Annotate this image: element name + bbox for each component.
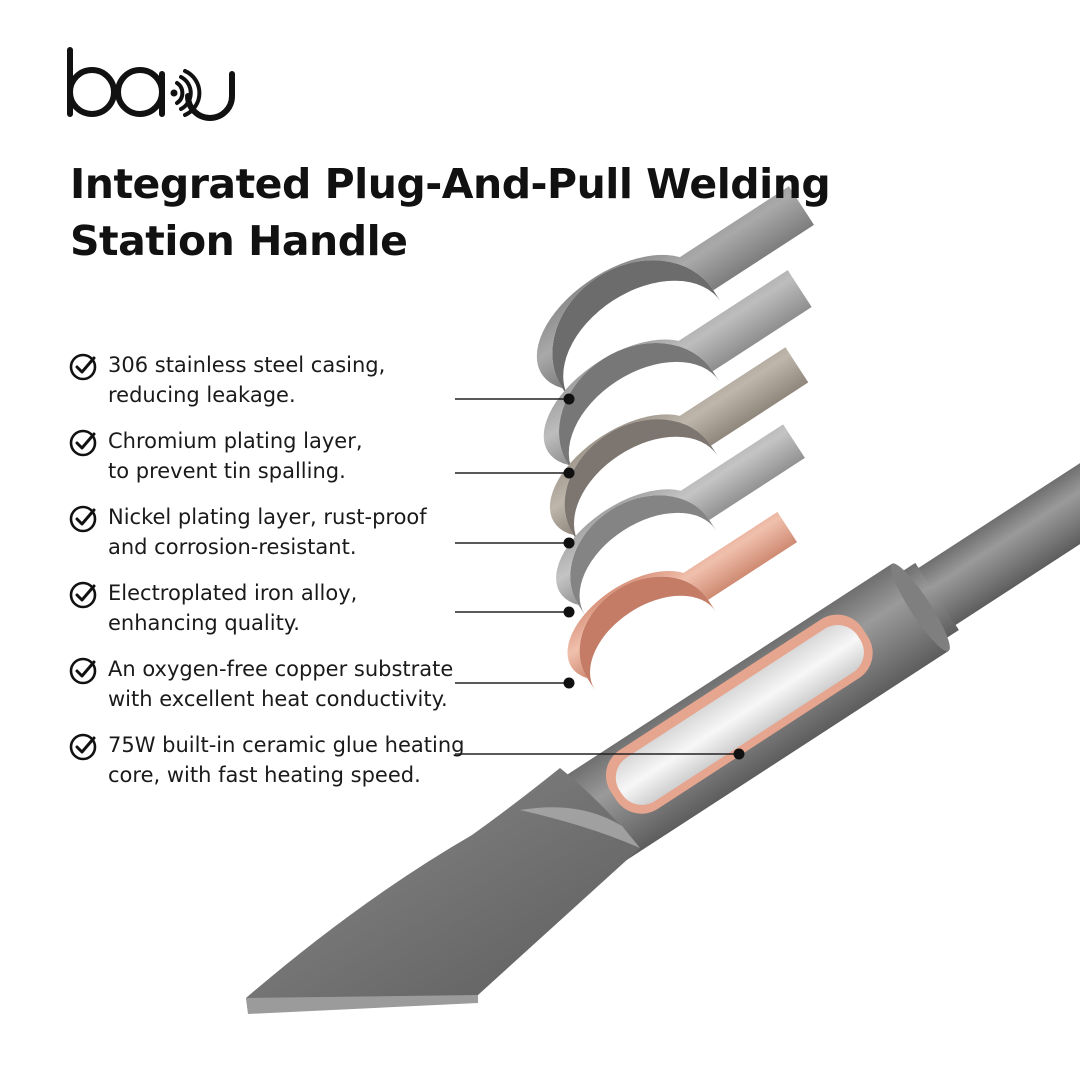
check-circle-icon bbox=[69, 353, 97, 381]
signal-waves-icon bbox=[170, 69, 202, 117]
feature-text: An oxygen-free copper substrate with exc… bbox=[108, 657, 454, 711]
brand-logo: baju bbox=[64, 44, 254, 124]
feature-item: Chromium plating layer, to prevent tin s… bbox=[68, 426, 518, 502]
check-circle-icon bbox=[69, 581, 97, 609]
check-circle-icon bbox=[69, 733, 97, 761]
feature-text: 306 stainless steel casing, reducing lea… bbox=[108, 353, 386, 407]
feature-item: 306 stainless steel casing, reducing lea… bbox=[68, 350, 518, 426]
feature-item: 75W built-in ceramic glue heating core, … bbox=[68, 730, 518, 806]
check-circle-icon bbox=[69, 657, 97, 685]
feature-text: Electroplated iron alloy, enhancing qual… bbox=[108, 581, 358, 635]
page-title: Integrated Plug-And-Pull Welding Station… bbox=[70, 160, 831, 265]
feature-list: 306 stainless steel casing, reducing lea… bbox=[68, 350, 518, 806]
feature-item: An oxygen-free copper substrate with exc… bbox=[68, 654, 518, 730]
check-circle-icon bbox=[69, 429, 97, 457]
feature-text: Nickel plating layer, rust-proof and cor… bbox=[108, 505, 427, 559]
feature-item: Electroplated iron alloy, enhancing qual… bbox=[68, 578, 518, 654]
feature-item: Nickel plating layer, rust-proof and cor… bbox=[68, 502, 518, 578]
feature-text: 75W built-in ceramic glue heating core, … bbox=[108, 733, 465, 787]
feature-text: Chromium plating layer, to prevent tin s… bbox=[108, 429, 363, 483]
check-circle-icon bbox=[69, 505, 97, 533]
